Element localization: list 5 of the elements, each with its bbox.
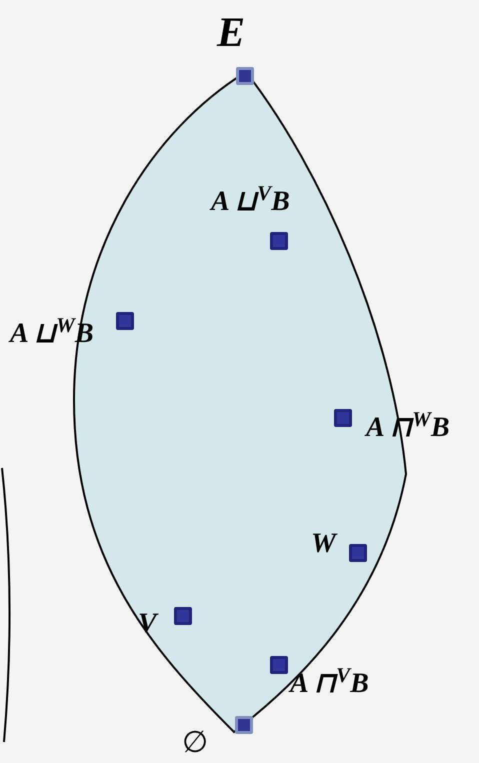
point-label: A ⊔$^{V}$B [211,188,290,216]
point-label: E [217,12,246,54]
point-label: ∅ [182,728,208,758]
point-label: A ⊓$^{V}$B [290,670,369,698]
point-label: W [311,530,336,558]
